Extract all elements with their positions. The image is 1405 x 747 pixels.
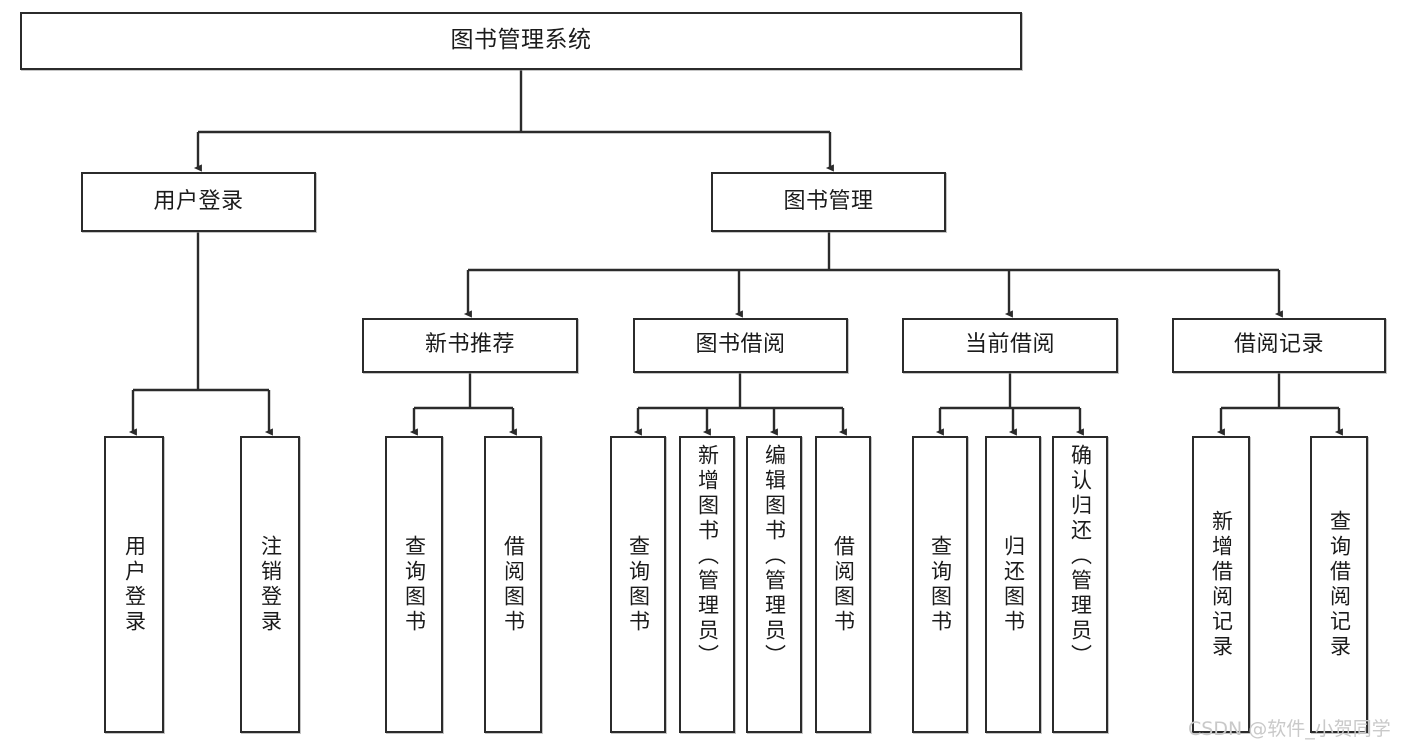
node-leaf-edit-book-label: 编辑图书（管理员） xyxy=(762,444,787,669)
node-leaf-user-logout[interactable]: 注销登录 xyxy=(240,436,300,733)
node-current-borrow-label: 当前借阅 xyxy=(964,332,1055,358)
node-leaf-query-book-1-label: 查询图书 xyxy=(402,534,427,635)
node-leaf-borrow-book-2[interactable]: 借阅图书 xyxy=(815,436,871,733)
csdn-watermark: CSDN @软件_小贺同学 xyxy=(1188,718,1391,740)
node-book-borrow[interactable]: 图书借阅 xyxy=(633,318,848,373)
node-leaf-add-book[interactable]: 新增图书（管理员） xyxy=(679,436,735,733)
node-leaf-user-login-label: 用户登录 xyxy=(122,534,147,635)
node-book-manage[interactable]: 图书管理 xyxy=(711,172,946,232)
node-leaf-query-book-3-label: 查询图书 xyxy=(928,534,953,635)
node-new-book-recommend-label: 新书推荐 xyxy=(424,332,515,358)
node-leaf-borrow-book-2-label: 借阅图书 xyxy=(831,534,856,635)
node-leaf-add-record[interactable]: 新增借阅记录 xyxy=(1192,436,1250,733)
node-new-book-recommend[interactable]: 新书推荐 xyxy=(362,318,578,373)
node-borrow-record[interactable]: 借阅记录 xyxy=(1172,318,1386,373)
node-leaf-edit-book[interactable]: 编辑图书（管理员） xyxy=(746,436,802,733)
node-leaf-query-book-2[interactable]: 查询图书 xyxy=(610,436,666,733)
node-user-login-label: 用户登录 xyxy=(153,188,244,214)
node-root-label: 图书管理系统 xyxy=(450,27,592,54)
node-root[interactable]: 图书管理系统 xyxy=(20,12,1022,70)
node-book-borrow-label: 图书借阅 xyxy=(695,332,786,358)
node-leaf-return-book[interactable]: 归还图书 xyxy=(985,436,1041,733)
node-leaf-query-record[interactable]: 查询借阅记录 xyxy=(1310,436,1368,733)
node-borrow-record-label: 借阅记录 xyxy=(1233,332,1324,358)
node-leaf-query-book-2-label: 查询图书 xyxy=(626,534,651,635)
node-leaf-add-book-label: 新增图书（管理员） xyxy=(695,444,720,669)
node-current-borrow[interactable]: 当前借阅 xyxy=(902,318,1118,373)
node-book-manage-label: 图书管理 xyxy=(783,188,874,214)
node-leaf-confirm-return[interactable]: 确认归还（管理员） xyxy=(1052,436,1108,733)
node-leaf-user-login[interactable]: 用户登录 xyxy=(104,436,164,733)
node-leaf-query-book-1[interactable]: 查询图书 xyxy=(385,436,443,733)
node-leaf-borrow-book-1-label: 借阅图书 xyxy=(501,534,526,635)
node-leaf-borrow-book-1[interactable]: 借阅图书 xyxy=(484,436,542,733)
node-leaf-return-book-label: 归还图书 xyxy=(1001,534,1026,635)
node-leaf-confirm-return-label: 确认归还（管理员） xyxy=(1068,444,1093,669)
node-leaf-add-record-label: 新增借阅记录 xyxy=(1209,509,1234,660)
node-leaf-user-logout-label: 注销登录 xyxy=(258,534,283,635)
node-user-login[interactable]: 用户登录 xyxy=(81,172,316,232)
node-leaf-query-book-3[interactable]: 查询图书 xyxy=(912,436,968,733)
node-leaf-query-record-label: 查询借阅记录 xyxy=(1327,509,1352,660)
